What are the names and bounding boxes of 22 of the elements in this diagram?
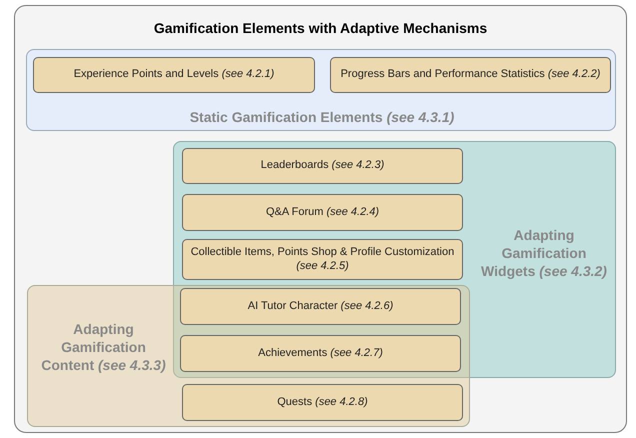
element-label: AI Tutor Character (see 4.2.6) [248, 300, 394, 314]
diagram-heading: Gamification Elements with Adaptive Mechanisms [152, 20, 488, 36]
element-box [182, 384, 463, 421]
element-box [182, 148, 463, 184]
element-label: Collectible Items, Points Shop & Profile Customization (see 4.2.5) [190, 246, 456, 274]
element-label: Leaderboards (see 4.2.3) [260, 159, 384, 173]
element-box [182, 239, 463, 280]
group-label: Adapting Gamification Content (see 4.3.3) [40, 320, 167, 375]
diagram-frame [14, 5, 627, 433]
group-region [26, 49, 616, 131]
element-box [33, 57, 315, 93]
group-label: Static Gamification Elements (see 4.3.1) [188, 108, 456, 126]
element-label: Achievements (see 4.2.7) [258, 346, 383, 360]
element-box [180, 335, 461, 372]
element-label: Quests (see 4.2.8) [277, 396, 368, 410]
element-box [330, 57, 611, 93]
element-label: Experience Points and Levels (see 4.2.1) [74, 68, 274, 82]
element-box [180, 288, 461, 325]
element-label: Progress Bars and Performance Statistics (see 4.2.2) [340, 68, 600, 82]
element-box [182, 194, 463, 231]
group-label: Adapting Gamification Widgets (see 4.3.2) [480, 226, 608, 281]
element-label: Q&A Forum (see 4.2.4) [266, 206, 380, 220]
